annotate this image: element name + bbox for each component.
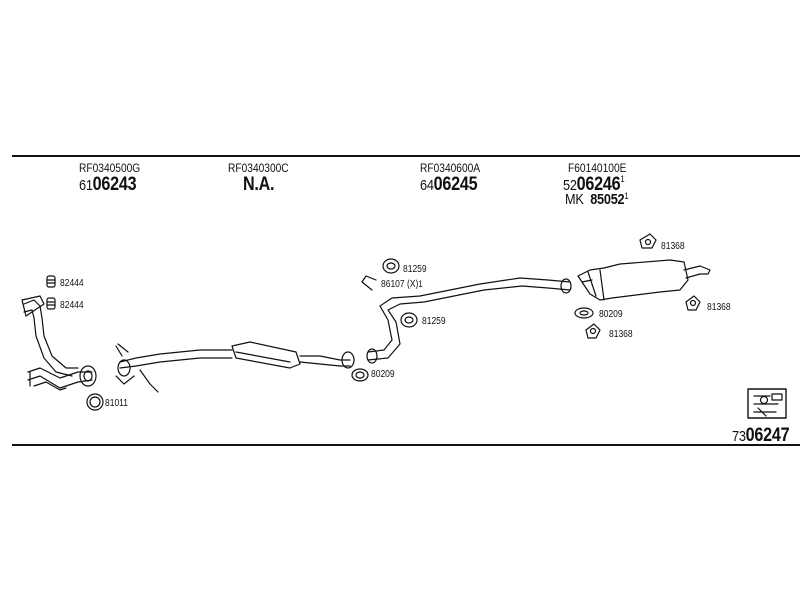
hanger-icon — [585, 233, 701, 339]
group-4-number: 52062461 — [563, 174, 625, 195]
part-label: 81259 — [422, 316, 446, 327]
part-label: 80209 — [371, 369, 395, 380]
hook-icon — [361, 275, 377, 291]
rear-silencer — [577, 259, 711, 301]
part-label: 81259 — [403, 264, 427, 275]
part-label: 81368 — [609, 329, 633, 340]
part-label: 81368 — [707, 302, 731, 313]
hanger-ring-icon — [382, 258, 418, 328]
part-label: 86107 (X)1 — [381, 279, 423, 290]
bottom-rule — [12, 444, 800, 446]
gasket-icon — [574, 307, 594, 319]
part-label: 81011 — [105, 398, 129, 409]
footer-number: 7306247 — [732, 425, 790, 446]
part-label: 82444 — [60, 278, 84, 289]
gasket-icon — [351, 368, 369, 382]
group-4-extra: MK 850521 — [565, 191, 629, 208]
group-1-code: RF0340500G — [79, 161, 141, 175]
group-1-number: 6106243 — [79, 174, 137, 195]
part-label: 81368 — [661, 241, 685, 252]
group-2-number: N.A. — [243, 174, 275, 195]
middle-pipe — [115, 341, 355, 393]
top-rule — [12, 155, 800, 157]
group-3-number: 6406245 — [420, 174, 478, 195]
group-3-code: RF0340600A — [420, 161, 481, 175]
gasket-icon — [86, 393, 104, 411]
part-label: 80209 — [599, 309, 623, 320]
front-pipe — [21, 295, 97, 391]
group-4-code: F60140100E — [568, 161, 627, 175]
clamp-icon — [46, 275, 56, 310]
kit-box-icon — [747, 388, 787, 419]
part-label: 82444 — [60, 300, 84, 311]
group-2-code: RF0340300C — [228, 161, 289, 175]
rear-pipe — [366, 277, 572, 364]
